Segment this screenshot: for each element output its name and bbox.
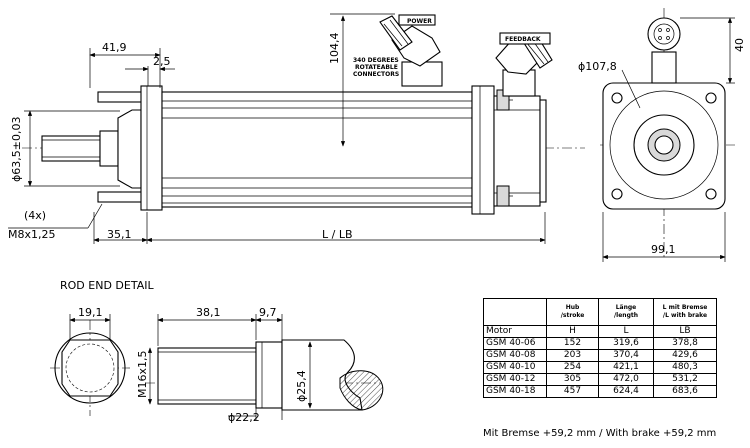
dim-104-4: 104,4 bbox=[328, 33, 341, 65]
rod-end-title: ROD END DETAIL bbox=[60, 279, 154, 292]
dim-phi-107-8: ϕ107,8 bbox=[578, 60, 617, 73]
rod-end-front bbox=[50, 314, 130, 416]
table-row: GSM 40-08 203 370,4 429,6 bbox=[483, 349, 717, 362]
table-row: GSM 40-10 254 421,1 480,3 bbox=[483, 361, 717, 374]
rotateable-line-3: CONNECTORS bbox=[353, 71, 399, 78]
feedback-connector bbox=[495, 32, 553, 97]
table-header-row: Hub /stroke Länge /length L mit Bremse /… bbox=[483, 298, 717, 326]
dim-41-9: 41,9 bbox=[102, 41, 127, 54]
end-view bbox=[600, 8, 735, 262]
dim-l-lb: L / LB bbox=[322, 228, 353, 241]
bolt-count: (4x) bbox=[24, 209, 46, 222]
bolt-thread: M8x1,25 bbox=[8, 228, 56, 241]
dim-phi-63-5: ϕ63,5±0,03 bbox=[10, 117, 23, 182]
dim-phi-25-4: ϕ25,4 bbox=[295, 370, 308, 402]
dim-38-1: 38,1 bbox=[196, 306, 221, 319]
rotateable-line-2: ROTATEABLE bbox=[355, 64, 398, 71]
table-row: GSM 40-18 457 624,4 683,6 bbox=[483, 385, 717, 398]
dim-99-1: 99,1 bbox=[651, 243, 676, 256]
dim-2-5: 2,5 bbox=[153, 55, 171, 68]
dim-m16: M16x1,5 bbox=[136, 351, 149, 399]
feedback-label: FEEDBACK bbox=[505, 36, 541, 43]
header-brake: L mit Bremse /L with brake bbox=[653, 298, 717, 326]
table-unit-row: Motor H L LB bbox=[483, 325, 717, 338]
rotateable-line-1: 340 DEGREES bbox=[353, 57, 399, 64]
power-label: POWER bbox=[407, 18, 432, 25]
table-row: GSM 40-12 305 472,0 531,2 bbox=[483, 373, 717, 386]
rod-end-side bbox=[145, 314, 384, 420]
side-view bbox=[8, 13, 585, 244]
header-laenge: Länge /length bbox=[598, 298, 654, 326]
dim-19-1: 19,1 bbox=[78, 306, 103, 319]
header-hub: Hub /stroke bbox=[546, 298, 599, 326]
dim-phi-22-2: ϕ22,2 bbox=[228, 411, 260, 424]
stroke-length-table: Hub /stroke Länge /length L mit Bremse /… bbox=[483, 298, 717, 398]
power-connector bbox=[379, 14, 443, 87]
dim-35-1: 35,1 bbox=[107, 228, 132, 241]
table-row: GSM 40-06 152 319,6 378,8 bbox=[483, 337, 717, 350]
brake-note: Mit Bremse +59,2 mm / With brake +59,2 m… bbox=[483, 428, 717, 439]
dim-40: 40 bbox=[733, 38, 746, 52]
dim-9-7: 9,7 bbox=[259, 306, 277, 319]
